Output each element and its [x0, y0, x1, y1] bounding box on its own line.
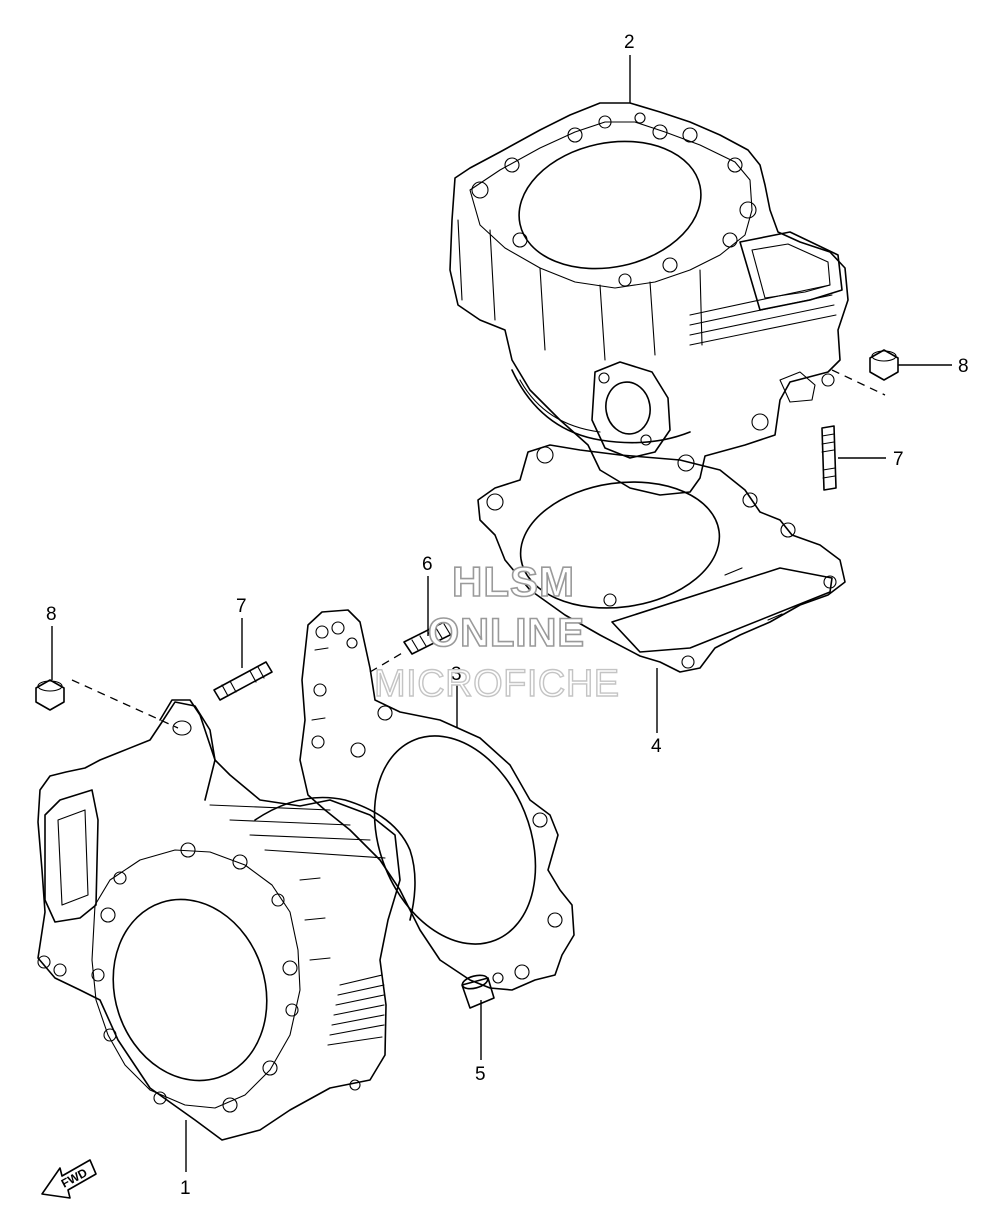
stud-bolt-7-right[interactable]: [821, 425, 837, 491]
watermark-line-2: ONLINE: [428, 611, 585, 655]
callout-3: 3: [451, 664, 462, 685]
front-base-gasket[interactable]: [299, 609, 575, 991]
assembly-line-nut-left: [71, 679, 179, 729]
nut-8-right[interactable]: [869, 349, 899, 381]
callout-7-right: 7: [893, 449, 904, 470]
nut-8-left[interactable]: [35, 679, 65, 711]
front-cylinder[interactable]: [37, 699, 416, 1141]
assembly-line-stud-6: [369, 651, 405, 673]
callout-5: 5: [475, 1064, 486, 1085]
callout-4: 4: [651, 736, 662, 757]
callout-8-right: 8: [958, 356, 969, 377]
assembly-line-nut-right: [831, 369, 886, 396]
watermark-line-1: HLSM: [452, 558, 575, 605]
stud-bolt-7-left[interactable]: [213, 661, 273, 701]
forward-direction-arrow: FWD: [41, 1159, 97, 1199]
stud-bolt-6[interactable]: [403, 619, 457, 655]
callout-8-left: 8: [46, 604, 57, 625]
watermark: HLSM ONLINE MICROFICHE: [373, 557, 620, 706]
rear-cylinder[interactable]: [449, 102, 849, 496]
dowel-pin[interactable]: [461, 973, 495, 1009]
callout-2: 2: [624, 32, 635, 53]
callout-1: 1: [180, 1178, 191, 1199]
callout-6: 6: [422, 554, 433, 575]
rear-base-gasket[interactable]: [477, 444, 846, 673]
callout-7-left: 7: [236, 596, 247, 617]
watermark-line-3: MICROFICHE: [374, 663, 620, 705]
